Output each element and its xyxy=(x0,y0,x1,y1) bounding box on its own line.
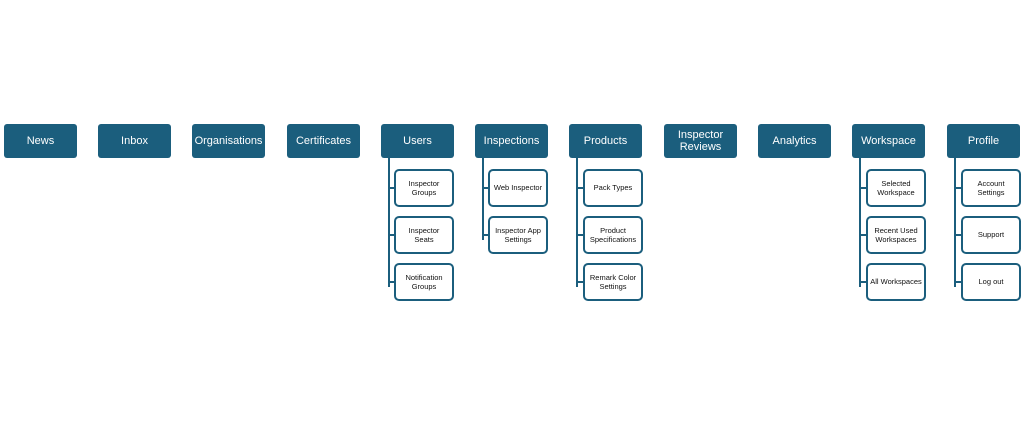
users-connector-1 xyxy=(388,187,395,189)
nav-label-products: Products xyxy=(583,134,628,147)
submenu-inspector-seats[interactable]: Inspector Seats xyxy=(394,216,454,254)
submenu-label: Selected Workspace xyxy=(877,178,915,197)
submenu-log-out[interactable]: Log out xyxy=(961,263,1021,301)
nav-label-inbox: Inbox xyxy=(121,134,148,147)
users-connector-2 xyxy=(388,234,395,236)
submenu-recent-used-workspaces[interactable]: Recent Used Workspaces xyxy=(866,216,926,254)
submenu-all-workspaces[interactable]: All Workspaces xyxy=(866,263,926,301)
submenu-label: Pack Types xyxy=(593,183,633,193)
submenu-label: Recent Used Workspaces xyxy=(874,225,918,244)
submenu-label: Inspector App Settings xyxy=(495,225,541,244)
workspace-connector-2 xyxy=(859,234,866,236)
submenu-notification-groups[interactable]: Notification Groups xyxy=(394,263,454,301)
nav-label-profile: Profile xyxy=(967,134,1000,147)
submenu-label: All Workspaces xyxy=(870,277,922,287)
nav-box-inbox[interactable]: Inbox xyxy=(98,124,171,158)
nav-label-news: News xyxy=(26,134,55,147)
nav-box-profile[interactable]: Profile xyxy=(947,124,1020,158)
nav-box-news[interactable]: News xyxy=(4,124,77,158)
products-connector-3 xyxy=(576,281,583,283)
workspace-connector-3 xyxy=(859,281,866,283)
nav-box-workspace[interactable]: Workspace xyxy=(852,124,925,158)
workspace-connector-1 xyxy=(859,187,866,189)
submenu-account-settings[interactable]: Account Settings xyxy=(961,169,1021,207)
products-connector-1 xyxy=(576,187,583,189)
submenu-selected-workspace[interactable]: Selected Workspace xyxy=(866,169,926,207)
submenu-label: Inspector Seats xyxy=(408,225,440,244)
nav-label-inspector-reviews: Inspector Reviews xyxy=(677,128,724,153)
inspections-connector-vertical xyxy=(482,158,484,240)
submenu-inspector-groups[interactable]: Inspector Groups xyxy=(394,169,454,207)
nav-label-analytics: Analytics xyxy=(772,134,817,147)
products-connector-2 xyxy=(576,234,583,236)
submenu-label: Web Inspector xyxy=(493,183,543,193)
submenu-label: Log out xyxy=(978,277,1004,287)
users-connector-vertical xyxy=(388,158,390,287)
products-connector-vertical xyxy=(576,158,578,287)
nav-label-users: Users xyxy=(403,134,432,147)
profile-connector-1 xyxy=(954,187,961,189)
submenu-label: Account Settings xyxy=(977,178,1005,197)
nav-label-workspace: Workspace xyxy=(861,134,916,147)
nav-label-inspections: Inspections xyxy=(483,134,540,147)
users-connector-3 xyxy=(388,281,395,283)
submenu-pack-types[interactable]: Pack Types xyxy=(583,169,643,207)
profile-connector-vertical xyxy=(954,158,956,287)
submenu-web-inspector[interactable]: Web Inspector xyxy=(488,169,548,207)
workspace-connector-vertical xyxy=(859,158,861,287)
submenu-inspector-app-settings[interactable]: Inspector App Settings xyxy=(488,216,548,254)
submenu-remark-color-settings[interactable]: Remark Color Settings xyxy=(583,263,643,301)
nav-box-inspections[interactable]: Inspections xyxy=(475,124,548,158)
submenu-label: Support xyxy=(977,230,1005,240)
profile-connector-2 xyxy=(954,234,961,236)
submenu-label: Product Specifications xyxy=(589,225,637,244)
nav-box-certificates[interactable]: Certificates xyxy=(287,124,360,158)
profile-connector-3 xyxy=(954,281,961,283)
submenu-label: Inspector Groups xyxy=(408,178,440,197)
submenu-label: Notification Groups xyxy=(405,272,443,291)
nav-box-analytics[interactable]: Analytics xyxy=(758,124,831,158)
submenu-product-specifications[interactable]: Product Specifications xyxy=(583,216,643,254)
nav-box-organisations[interactable]: Organisations xyxy=(192,124,265,158)
nav-label-organisations: Organisations xyxy=(194,134,263,147)
nav-box-users[interactable]: Users xyxy=(381,124,454,158)
nav-label-certificates: Certificates xyxy=(295,134,352,147)
inspections-connector-2 xyxy=(482,234,489,236)
nav-box-inspector-reviews[interactable]: Inspector Reviews xyxy=(664,124,737,158)
submenu-label: Remark Color Settings xyxy=(589,272,637,291)
submenu-support[interactable]: Support xyxy=(961,216,1021,254)
inspections-connector-1 xyxy=(482,187,489,189)
nav-box-products[interactable]: Products xyxy=(569,124,642,158)
